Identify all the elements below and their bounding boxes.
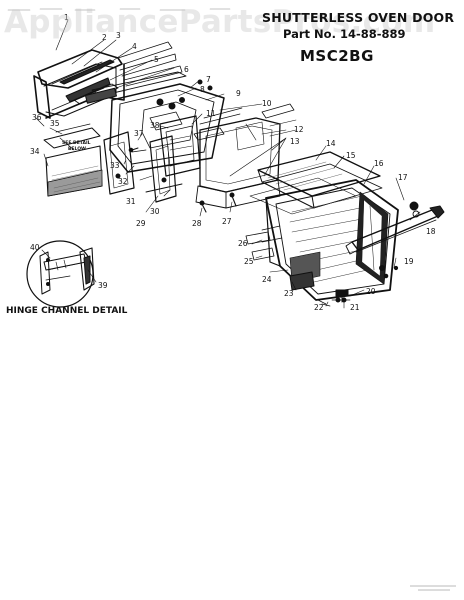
callout-2: 2 (102, 33, 107, 42)
callout-38: 38 (150, 121, 160, 130)
callout-28: 28 (192, 219, 202, 228)
callout-27: 27 (222, 217, 232, 226)
callout-20: 20 (366, 287, 376, 296)
part-door-handle (345, 201, 445, 255)
callout-30: 30 (150, 207, 160, 216)
callout-1: 1 (64, 13, 69, 22)
callout-11: 11 (206, 109, 216, 118)
part-hardware-screws (317, 265, 399, 307)
leader-lines (35, 19, 421, 309)
hinge-channel-caption: HINGE CHANNEL DETAIL (6, 306, 128, 316)
part-hinge-channels (103, 107, 243, 203)
part-insulation-liner (195, 103, 297, 209)
part-front-door-glass (245, 179, 399, 301)
diagram-title: SHUTTERLESS OVEN DOOR (262, 10, 455, 25)
callout-24: 24 (262, 275, 272, 284)
callout-40: 40 (30, 243, 40, 252)
callout-16: 16 (374, 159, 384, 168)
callout-35: 35 (50, 119, 60, 128)
callout-32: 32 (118, 177, 128, 186)
part-small-screws (128, 147, 237, 213)
see-detail-note: SEE DETAIL BELOW (62, 140, 91, 152)
callout-9: 9 (236, 89, 241, 98)
callout-14: 14 (326, 139, 336, 148)
callout-23: 23 (284, 289, 294, 298)
callout-36: 36 (32, 113, 42, 122)
callout-7: 7 (206, 75, 211, 84)
scan-marks (7, 8, 231, 11)
callout-8: 8 (200, 85, 205, 94)
callout-26: 26 (238, 239, 248, 248)
callout-12: 12 (294, 125, 304, 134)
callout-3: 3 (116, 31, 121, 40)
callout-37: 37 (134, 129, 144, 138)
callout-numbers: 1 2 3 4 5 6 7 8 9 10 11 12 13 14 15 16 1… (30, 13, 436, 312)
callout-22: 22 (314, 303, 324, 312)
callout-6: 6 (184, 65, 189, 74)
print-mark (410, 585, 456, 591)
callout-34: 34 (30, 147, 40, 156)
callout-25: 25 (244, 257, 254, 266)
callout-13: 13 (290, 137, 300, 146)
callout-33: 33 (110, 161, 120, 170)
part-outer-trim-frame (33, 41, 187, 119)
callout-29: 29 (136, 219, 146, 228)
callout-31: 31 (126, 197, 136, 206)
part-inner-door-panel (109, 79, 225, 173)
model-number: MSC2BG (300, 47, 374, 65)
callout-17: 17 (398, 173, 408, 182)
callout-21: 21 (350, 303, 360, 312)
see-detail-line1: SEE DETAIL (62, 140, 91, 146)
part-door-glass-panels (249, 151, 383, 215)
callout-10: 10 (262, 99, 272, 108)
callout-39: 39 (98, 281, 108, 290)
callout-4: 4 (132, 42, 137, 51)
see-detail-line2: BELOW (68, 146, 86, 152)
callout-18: 18 (426, 227, 436, 236)
hinge-channel-detail (26, 240, 95, 308)
callout-15: 15 (346, 151, 356, 160)
callout-19: 19 (404, 257, 414, 266)
part-number: Part No. 14-88-889 (283, 27, 406, 41)
callout-5: 5 (154, 55, 159, 64)
part-insulation-blanket (43, 123, 103, 197)
